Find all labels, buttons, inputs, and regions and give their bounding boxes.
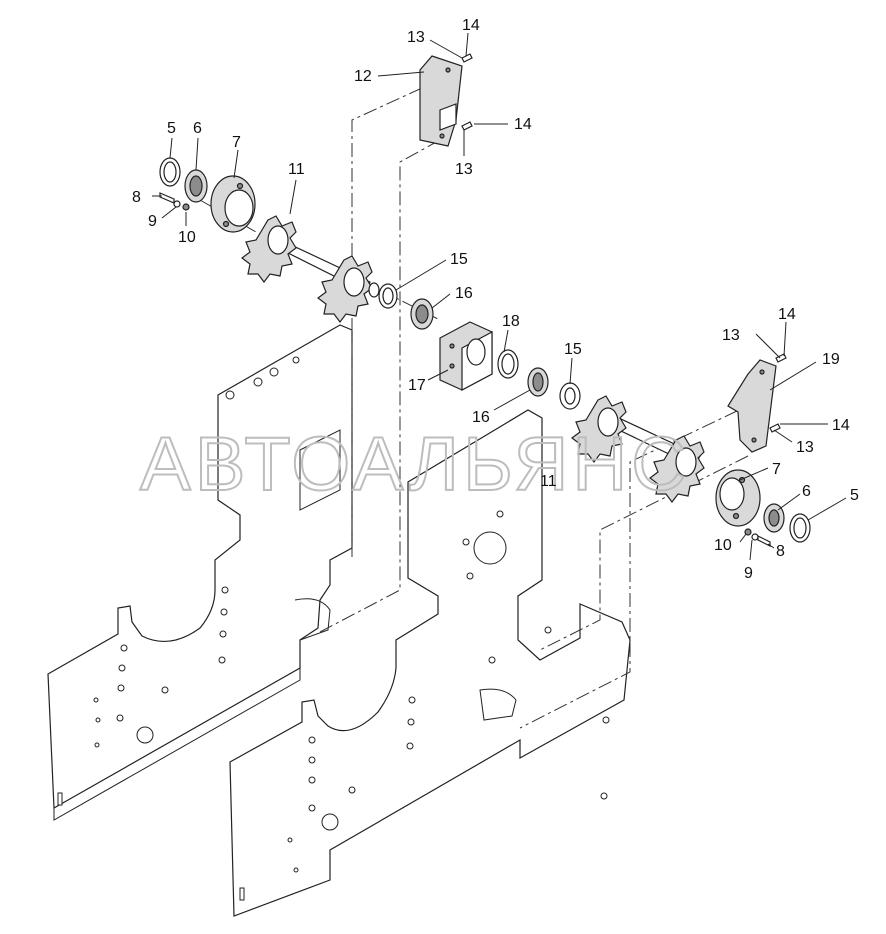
watermark-text: АВТОАЛЬЯНС bbox=[140, 422, 690, 507]
callout-5-right: 5 bbox=[850, 487, 859, 504]
callout-6-right: 6 bbox=[802, 483, 811, 500]
callout-8-right: 8 bbox=[776, 543, 785, 560]
callout-16-upper: 16 bbox=[455, 285, 473, 302]
callout-10-left: 10 bbox=[178, 229, 196, 246]
callout-13-top: 13 bbox=[407, 29, 425, 46]
leader-lines bbox=[152, 32, 847, 561]
callout-19: 19 bbox=[822, 351, 840, 368]
callout-14-right-top: 14 bbox=[778, 306, 796, 323]
callout-14-right: 14 bbox=[832, 417, 850, 434]
callout-11-left: 11 bbox=[288, 161, 305, 178]
callout-18: 18 bbox=[502, 313, 520, 330]
callout-7-right: 7 bbox=[772, 461, 781, 478]
callout-9-right: 9 bbox=[744, 565, 753, 582]
callout-15-upper: 15 bbox=[450, 251, 468, 268]
callout-15-lower: 15 bbox=[564, 341, 582, 358]
callout-12: 12 bbox=[354, 68, 372, 85]
fasteners bbox=[461, 53, 787, 433]
callout-9-left: 9 bbox=[148, 213, 157, 230]
right-frame-panel bbox=[229, 409, 631, 917]
lower-shaft-assembly bbox=[571, 395, 811, 547]
callout-13-right-top: 13 bbox=[722, 327, 740, 344]
callout-10-right: 10 bbox=[714, 537, 732, 554]
callout-6-left: 6 bbox=[193, 120, 202, 137]
callout-13-right: 13 bbox=[796, 439, 814, 456]
callout-14-upper-right: 14 bbox=[514, 116, 532, 133]
callout-16-lower: 16 bbox=[472, 409, 490, 426]
callout-numbers: 13 14 12 14 13 5 6 7 8 9 10 11 15 16 18 … bbox=[132, 17, 859, 582]
callout-11-right: 11 bbox=[540, 473, 557, 490]
callout-13-upper: 13 bbox=[455, 161, 473, 178]
callout-14-top: 14 bbox=[462, 17, 480, 34]
callout-7-left: 7 bbox=[232, 134, 241, 151]
callout-5-left: 5 bbox=[167, 120, 176, 137]
cover-plates bbox=[419, 55, 777, 453]
callout-8-left: 8 bbox=[132, 189, 141, 206]
callout-17: 17 bbox=[408, 377, 426, 394]
left-frame-panel bbox=[47, 324, 353, 821]
bearing-housing-parts bbox=[410, 298, 581, 410]
